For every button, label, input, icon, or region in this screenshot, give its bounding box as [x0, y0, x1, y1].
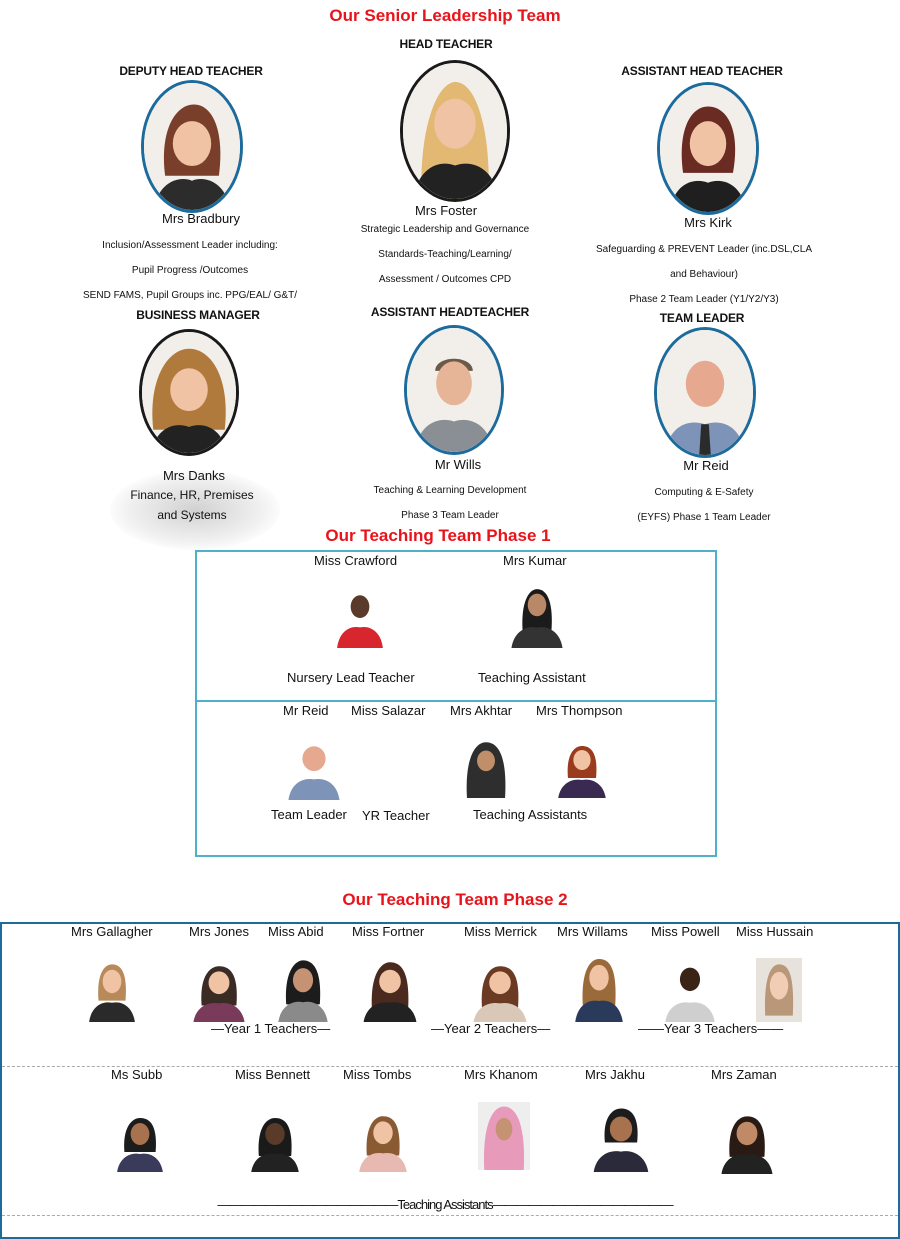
phase2-photo-fortner [360, 958, 420, 1022]
phase1-photo-reid [285, 738, 343, 800]
team-leader-duties: Computing & E-Safety (EYFS) Phase 1 Team… [637, 487, 771, 523]
phase1-name-akhtar: Mrs Akhtar [450, 703, 513, 718]
business-manager-duties: Finance, HR, Premises and Systems [130, 488, 254, 522]
phase2-photo-zaman [718, 1110, 776, 1174]
phase2-photo-khanom [478, 1102, 530, 1170]
phase1-label-nursery: Nursery Lead Teacher [287, 670, 415, 685]
phase1-name-thompson: Mrs Thompson [536, 703, 623, 718]
phase2-name-tombs: Miss Tombs [343, 1067, 412, 1082]
phase2-name-hussain: Miss Hussain [736, 924, 814, 939]
assistant-head-photo [657, 82, 759, 215]
phase2-name-powell: Miss Powell [651, 924, 720, 939]
phase2-name-merrick: Miss Merrick [464, 924, 537, 939]
phase1-label-yr-teacher: YR Teacher [362, 808, 430, 823]
business-manager-name: Mrs Danks [162, 468, 226, 483]
phase2-name-fortner: Miss Fortner [352, 924, 425, 939]
phase2-name-khanom: Mrs Khanom [464, 1067, 538, 1082]
phase2-photo-jones [190, 960, 248, 1022]
phase2-divider [2, 1066, 898, 1067]
team-leader-photo [654, 327, 756, 458]
phase2-name-jakhu: Mrs Jakhu [585, 1067, 645, 1082]
phase2-photo-gallagher [86, 958, 138, 1022]
teaching-assistants-label: ———————————————Teaching Assistants——————… [217, 1197, 673, 1212]
phase1-name-salazar: Miss Salazar [351, 703, 426, 718]
team-leader-name: Mr Reid [683, 458, 729, 473]
deputy-head-duties: Inclusion/Assessment Leader including: P… [83, 240, 297, 301]
team-leader-role: TEAM LEADER [659, 311, 745, 325]
phase2-box [0, 922, 900, 1239]
phase2-photo-hussain [756, 958, 802, 1022]
head-teacher-role: HEAD TEACHER [399, 37, 493, 51]
assistant-head-name: Mrs Kirk [684, 215, 732, 230]
assistant-headteacher-name: Mr Wills [434, 457, 482, 472]
phase1-name-kumar: Mrs Kumar [503, 553, 567, 568]
head-teacher-photo [400, 60, 510, 202]
phase2-photo-jakhu [590, 1104, 652, 1172]
phase1-label-team-leader: Team Leader [271, 807, 347, 822]
phase1-bottom-box [195, 700, 717, 857]
assistant-headteacher-duties: Teaching & Learning Development Phase 3 … [373, 485, 527, 521]
business-manager-role: BUSINESS MANAGER [136, 308, 260, 322]
phase1-photo-crawford [334, 586, 386, 648]
phase1-name-reid: Mr Reid [283, 703, 329, 718]
phase2-name-subb: Ms Subb [111, 1067, 163, 1082]
phase2-divider-bottom [2, 1215, 898, 1216]
phase2-name-gallagher: Mrs Gallagher [71, 924, 153, 939]
phase2-name-abid: Miss Abid [268, 924, 324, 939]
year2-label: —Year 2 Teachers— [431, 1021, 551, 1036]
assistant-headteacher-role: ASSISTANT HEADTEACHER [370, 305, 530, 319]
deputy-head-name: Mrs Bradbury [161, 211, 241, 226]
phase2-title: Our Teaching Team Phase 2 [342, 890, 568, 909]
phase2-photo-tombs [356, 1110, 410, 1172]
phase1-title: Our Teaching Team Phase 1 [325, 526, 551, 545]
deputy-head-photo [141, 80, 243, 213]
name-shadow [110, 470, 280, 550]
phase1-label-ta: Teaching Assistant [478, 670, 586, 685]
phase1-name-crawford: Miss Crawford [314, 553, 398, 568]
year3-label: ——Year 3 Teachers—— [638, 1021, 784, 1036]
senior-title: Our Senior Leadership Team [329, 6, 561, 25]
business-manager-photo [139, 329, 239, 456]
assistant-headteacher-photo [404, 325, 504, 455]
phase2-photo-abid [275, 956, 331, 1022]
phase2-photo-powell [662, 958, 718, 1022]
head-teacher-name: Mrs Foster [414, 203, 478, 218]
phase1-top-box [195, 550, 717, 702]
phase2-photo-bennett [248, 1112, 302, 1172]
phase2-photo-merrick [470, 960, 530, 1022]
phase1-photo-kumar [508, 580, 566, 648]
phase2-name-bennett: Miss Bennett [235, 1067, 311, 1082]
phase1-label-tas: Teaching Assistants [473, 807, 588, 822]
phase2-photo-willams [572, 952, 626, 1022]
head-teacher-duties: Strategic Leadership and Governance Stan… [360, 224, 530, 285]
phase2-name-willams: Mrs Willams [557, 924, 628, 939]
deputy-head-role: DEPUTY HEAD TEACHER [119, 64, 263, 78]
phase2-name-jones: Mrs Jones [189, 924, 249, 939]
year1-label: —Year 1 Teachers— [211, 1021, 331, 1036]
phase2-name-zaman: Mrs Zaman [711, 1067, 777, 1082]
phase2-photo-subb [114, 1112, 166, 1172]
phase1-photo-akhtar [458, 736, 514, 798]
assistant-head-role: ASSISTANT HEAD TEACHER [621, 64, 783, 78]
assistant-head-duties: Safeguarding & PREVENT Leader (inc.DSL,C… [595, 244, 813, 305]
phase1-photo-thompson [555, 738, 609, 798]
